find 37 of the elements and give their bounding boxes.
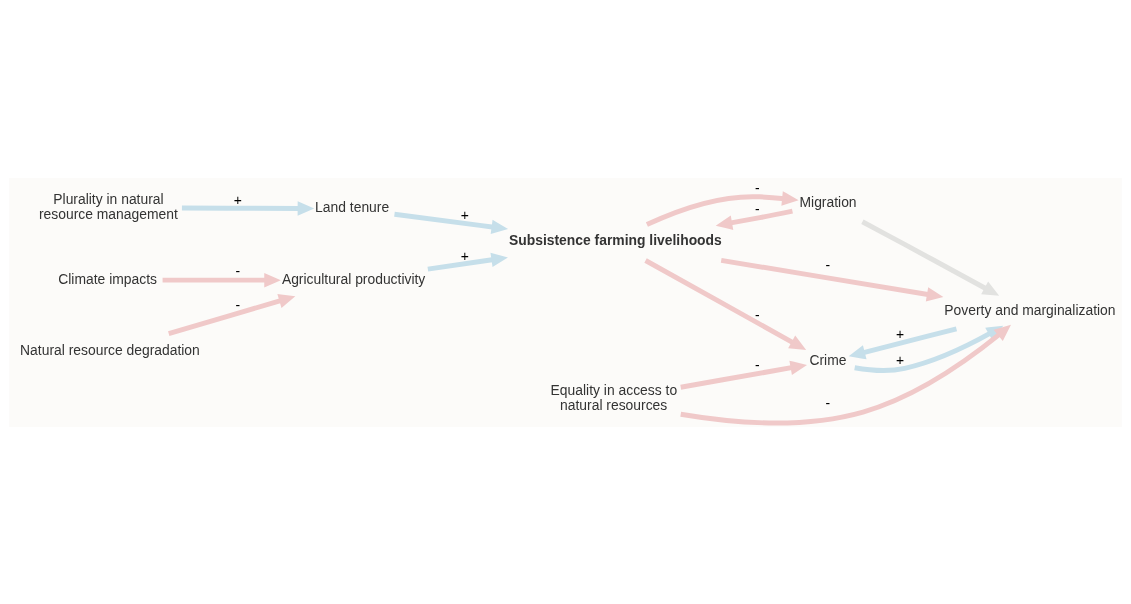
edge-label: - <box>235 262 241 279</box>
node-text: Poverty and marginalization <box>944 301 1116 318</box>
edge-label: - <box>755 356 760 373</box>
node-text: Natural resource degradation <box>20 341 200 358</box>
node-text: Migration <box>799 193 857 210</box>
arrow <box>168 293 296 336</box>
node-text: Subsistence farming livelihoods <box>508 231 722 248</box>
arrow <box>861 219 1000 296</box>
arrow <box>162 272 281 287</box>
arrow <box>645 190 799 227</box>
edge-label: - <box>755 179 760 196</box>
arrow <box>644 257 807 350</box>
edge-label: + <box>896 351 905 368</box>
edge-label: + <box>460 206 469 223</box>
edge-label: + <box>460 247 469 263</box>
edge-label: - <box>825 256 831 273</box>
arrow <box>720 257 944 302</box>
node-text: Land tenure <box>315 198 390 215</box>
arrow <box>848 325 958 359</box>
arrow <box>427 252 508 272</box>
edge-label: + <box>896 325 905 342</box>
arrow <box>715 208 793 230</box>
edge-label: + <box>233 191 242 208</box>
arrow <box>680 324 1011 425</box>
edge-label: - <box>825 394 831 411</box>
arrow <box>680 360 807 390</box>
arrow <box>854 325 1004 373</box>
edge-label: - <box>235 296 241 313</box>
edge-label: - <box>755 306 760 323</box>
node-text: Climate impacts <box>58 270 157 287</box>
arrow <box>394 211 509 234</box>
edge-label: - <box>755 200 760 217</box>
arrow <box>181 200 315 216</box>
node-text: Agricultural productivity <box>281 270 426 287</box>
node-text: Equality in access to natural resources <box>550 381 678 413</box>
node-text: Crime <box>809 351 847 368</box>
node-text: Plurality in natural resource management <box>38 190 178 222</box>
